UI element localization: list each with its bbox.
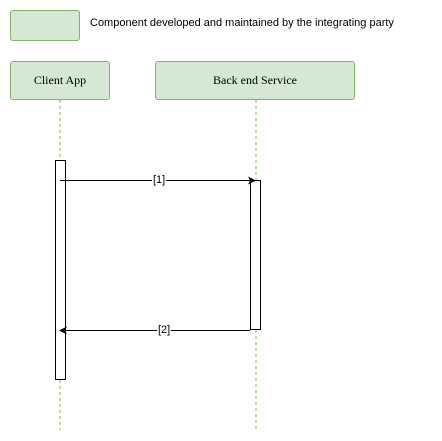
lifeline-backend-header: Back end Service (155, 61, 355, 100)
message-2-label: [2] (157, 324, 172, 336)
activation-client-app (55, 160, 66, 380)
message-1-label: [1] (152, 174, 167, 186)
lifeline-client-app-header: Client App (10, 61, 110, 100)
activation-backend (250, 180, 261, 330)
legend-swatch (10, 10, 80, 41)
legend-text: Component developed and maintained by th… (90, 17, 394, 29)
lifeline-backend-label: Back end Service (213, 73, 297, 87)
lifeline-client-app-label: Client App (33, 73, 87, 87)
